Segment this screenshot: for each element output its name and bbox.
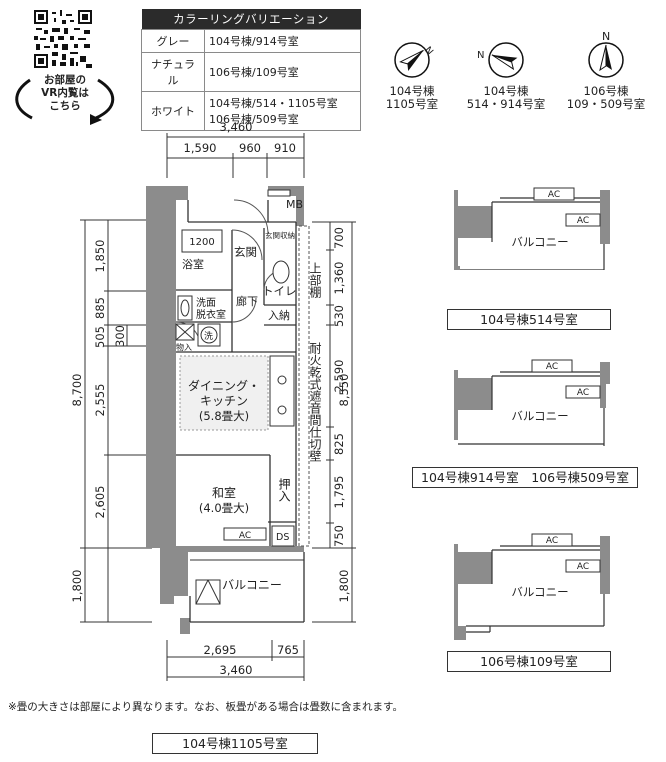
dining-label: キッチン	[200, 394, 248, 408]
color-units: 104号棟/514・1105号室 106号棟/509号室	[204, 91, 361, 131]
ac-label: AC	[239, 531, 251, 541]
compass-label: 1105号室	[385, 97, 439, 111]
variant-plan-914-509: AC AC バルコニー	[454, 359, 610, 446]
balcony-label: バルコニー	[222, 578, 282, 592]
wall-note-label: 耐火乾式遮音間仕切壁	[308, 342, 322, 462]
entrance-label: 玄関	[234, 245, 257, 259]
dim-top-part: 960	[239, 141, 261, 155]
ac-label: AC	[577, 216, 589, 226]
unit-label: 104号棟1105号室	[152, 733, 318, 754]
closet-label: 押入	[277, 478, 291, 502]
dim-right-total: 8,550	[337, 374, 351, 407]
dim-left-part: 1,850	[93, 240, 107, 273]
ac-label: AC	[546, 536, 558, 546]
upper-shelf-label: 上部棚	[308, 262, 322, 298]
compass-label: 104号棟	[483, 84, 529, 98]
variant-label-514: 104号棟514号室	[447, 309, 611, 330]
color-variation-table: カラーリングバリエーション グレー 104号棟/914号室 ナチュラル 106号…	[141, 9, 361, 131]
compass-icon: N	[477, 42, 524, 78]
compass-106: N 106号棟 109・509号室	[566, 28, 646, 111]
dim-right-part: 530	[332, 305, 346, 327]
dim-right-total: 1,800	[337, 570, 351, 603]
dim-right-part: 750	[332, 525, 346, 547]
dim-left-part: 505	[93, 326, 107, 348]
dim-left-part: 2,605	[93, 486, 107, 519]
variant-plan-514: AC AC バルコニー	[454, 187, 610, 270]
washroom-label: 洗面	[196, 297, 216, 309]
balcony-label: バルコニー	[511, 409, 568, 423]
ds-label: DS	[276, 532, 289, 543]
ac-label: AC	[546, 362, 558, 372]
vr-caption-line: お部屋の	[44, 74, 86, 86]
compass-icon: N	[394, 42, 435, 78]
variant-plan-109: AC AC バルコニー	[454, 533, 610, 640]
ac-label: AC	[577, 388, 589, 398]
shoe-storage-label: 玄関収納	[265, 230, 295, 240]
north-label: N	[477, 50, 484, 61]
dim-left-part: 2,555	[93, 384, 107, 417]
dim-right-part: 2,590	[332, 360, 346, 393]
ac-label: AC	[548, 190, 560, 200]
qr-code[interactable]	[34, 10, 92, 68]
color-table-header: カラーリングバリエーション	[141, 9, 361, 30]
dining-size-label: (5.8畳大)	[199, 409, 249, 423]
washroom-label: 脱衣室	[196, 308, 226, 321]
color-name: ホワイト	[141, 91, 205, 131]
storage-small-label: 物入	[176, 342, 192, 352]
hall-label: 廊下	[236, 294, 258, 308]
dim-right-part: 825	[332, 433, 346, 455]
color-name: グレー	[141, 29, 205, 53]
dim-bottom-total: 3,460	[220, 663, 253, 677]
variant-label-109: 106号棟109号室	[447, 651, 611, 672]
toilet-label: トイレ	[262, 284, 297, 298]
dim-left-total: 1,800	[70, 570, 84, 603]
color-units-line: 104号棟/514・1105号室	[209, 97, 338, 110]
dim-left-inner: 300	[113, 325, 127, 347]
color-units-line: 106号棟/509号室	[209, 113, 299, 126]
floor-plan: 3,460 1,590 960 910 2,695 765 3,460 8,70…	[70, 120, 356, 681]
dim-top-total: 3,460	[220, 120, 253, 134]
balcony-label: バルコニー	[511, 585, 568, 599]
dim-bottom-part: 765	[277, 643, 299, 657]
dim-right-part: 700	[332, 227, 346, 249]
dim-left-part: 885	[93, 297, 107, 319]
storage-label: 入納	[268, 309, 290, 322]
dim-right-part: 1,360	[332, 262, 346, 295]
compass-label: 514・914号室	[466, 97, 546, 111]
balcony-label: バルコニー	[511, 235, 568, 249]
vr-caption-line: VR内覧は	[41, 87, 89, 99]
washitsu-size-label: (4.0畳大)	[199, 501, 249, 515]
compass-label: 106号棟	[583, 84, 629, 98]
compass-label: 109・509号室	[566, 97, 646, 111]
footnote: ※畳の大きさは部屋により異なります。なお、板畳がある場合は畳数に含まれます。	[8, 701, 403, 713]
dim-left-total: 8,700	[70, 374, 84, 407]
compass-label: 104号棟	[389, 84, 435, 98]
ac-label: AC	[577, 562, 589, 572]
compass-icon: N	[588, 30, 624, 78]
washer-label: 洗	[204, 330, 213, 342]
bath-label: 浴室	[182, 257, 204, 271]
dining-label: ダイニング・	[188, 378, 260, 393]
dim-top-part: 910	[274, 141, 296, 155]
bath-size-label: 1200	[189, 237, 214, 248]
variant-label-914-509: 104号棟914号室 106号棟509号室	[412, 467, 638, 488]
vr-caption[interactable]: お部屋の VR内覧は こちら	[10, 70, 120, 128]
dim-top-part: 1,590	[184, 141, 217, 155]
north-label: N	[602, 30, 610, 43]
dim-right-part: 1,795	[332, 476, 346, 509]
compass-104-1105: N 104号棟 1105号室	[382, 38, 442, 111]
compass-104-514-914: N 104号棟 514・914号室	[466, 38, 546, 111]
mb-label: MB	[286, 198, 303, 211]
dim-bottom-part: 2,695	[204, 643, 237, 657]
qr-code-icon	[34, 10, 92, 68]
vr-caption-line: こちら	[49, 100, 81, 112]
color-units: 106号棟/109号室	[204, 52, 361, 92]
washitsu-label: 和室	[212, 485, 236, 500]
